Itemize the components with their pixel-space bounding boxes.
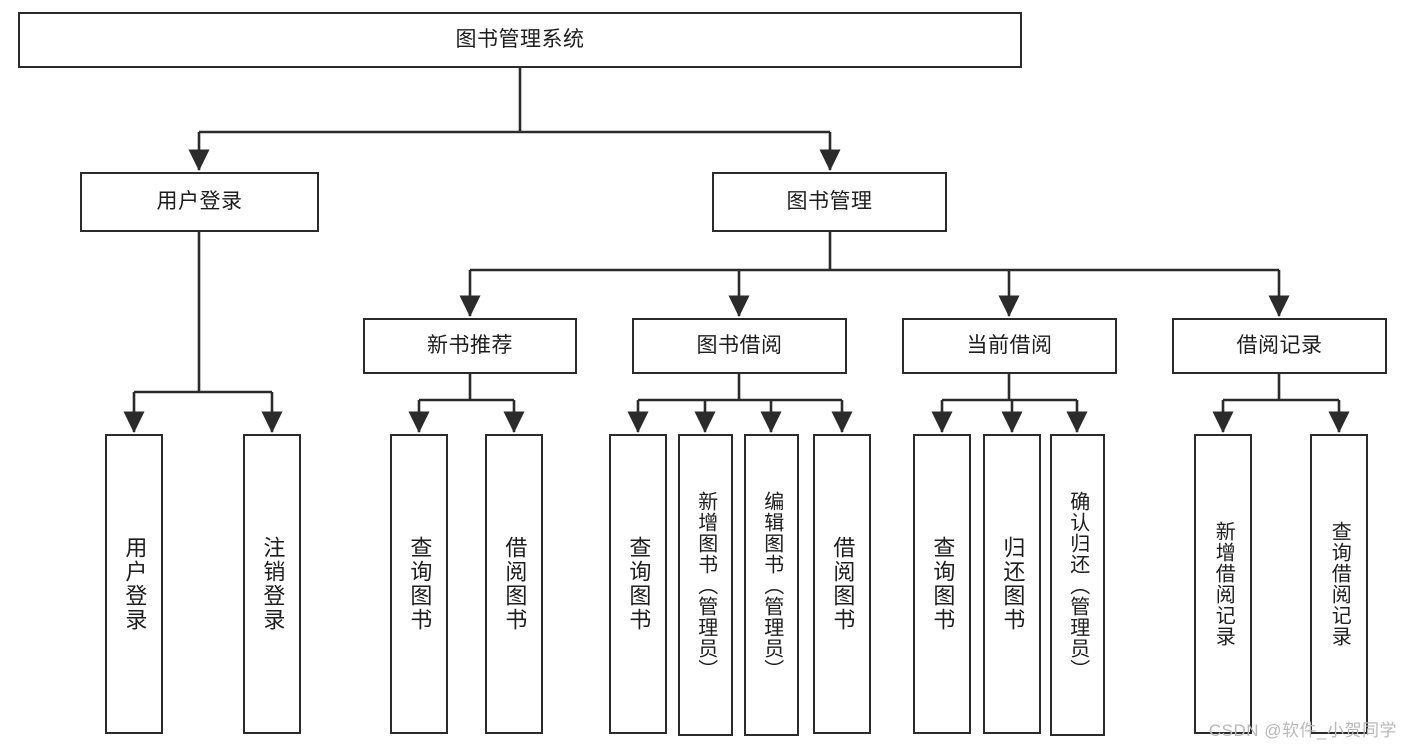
node-root-label: 图书管理系统 [455,27,585,51]
node-user-login[interactable]: 用户登录 [80,172,319,232]
node-borrow-record-label: 借阅记录 [1236,333,1323,357]
node-book-borrow-label: 图书借阅 [696,333,783,357]
leaf-query-book-borrow-label: 查询图书 [626,536,652,632]
leaf-edit-book-admin[interactable]: 编辑图书（管理员） [744,434,799,736]
leaf-return-book[interactable]: 归还图书 [983,434,1041,734]
leaf-query-book-recommend[interactable]: 查询图书 [390,434,448,734]
node-book-borrow[interactable]: 图书借阅 [632,318,847,374]
leaf-borrow-book-label: 借阅图书 [830,536,856,632]
leaf-query-borrow-record[interactable]: 查询借阅记录 [1310,434,1368,734]
leaf-borrow-book-recommend[interactable]: 借阅图书 [485,434,543,734]
node-new-book-recommend[interactable]: 新书推荐 [363,318,577,374]
node-current-borrow[interactable]: 当前借阅 [902,318,1117,374]
node-current-borrow-label: 当前借阅 [966,333,1053,357]
leaf-borrow-book-recommend-label: 借阅图书 [502,536,528,632]
node-root[interactable]: 图书管理系统 [18,12,1022,68]
leaf-confirm-return-admin-label: 确认归还（管理员） [1066,490,1089,680]
leaf-user-login[interactable]: 用户登录 [105,434,163,734]
leaf-query-book-borrow[interactable]: 查询图书 [609,434,667,734]
leaf-query-borrow-record-label: 查询借阅记录 [1328,521,1351,647]
leaf-add-book-admin[interactable]: 新增图书（管理员） [678,434,733,736]
node-book-management-label: 图书管理 [786,189,873,213]
leaf-add-borrow-record-label: 新增借阅记录 [1212,521,1235,647]
leaf-logout[interactable]: 注销登录 [243,434,301,734]
leaf-query-book-current[interactable]: 查询图书 [913,434,971,734]
leaf-user-login-label: 用户登录 [122,536,148,632]
node-borrow-record[interactable]: 借阅记录 [1172,318,1387,374]
csdn-watermark: CSDN @软件_小贺同学 [1208,721,1397,740]
leaf-add-borrow-record[interactable]: 新增借阅记录 [1194,434,1252,734]
node-book-management[interactable]: 图书管理 [712,172,947,232]
leaf-logout-label: 注销登录 [260,536,286,632]
leaf-edit-book-admin-label: 编辑图书（管理员） [760,490,783,680]
leaf-query-book-recommend-label: 查询图书 [407,536,433,632]
leaf-confirm-return-admin[interactable]: 确认归还（管理员） [1050,434,1105,736]
leaf-borrow-book[interactable]: 借阅图书 [813,434,871,734]
leaf-return-book-label: 归还图书 [1000,536,1026,632]
node-new-book-recommend-label: 新书推荐 [427,333,513,357]
node-user-login-label: 用户登录 [156,189,243,213]
leaf-add-book-admin-label: 新增图书（管理员） [694,490,717,680]
leaf-query-book-current-label: 查询图书 [930,536,956,632]
